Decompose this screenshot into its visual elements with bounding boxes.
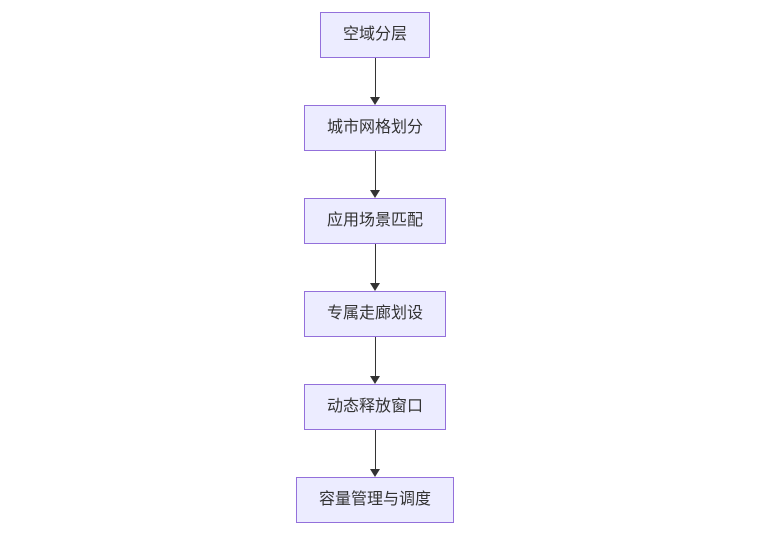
flow-arrow-5: [369, 430, 380, 477]
arrowhead-icon: [369, 190, 380, 198]
flow-node-dedicated-corridor-designation: 专属走廊划设: [303, 291, 447, 337]
arrow-line: [374, 337, 376, 376]
arrow-line: [374, 244, 376, 283]
arrowhead-icon: [369, 283, 380, 291]
arrow-line: [374, 430, 376, 469]
flow-arrow-3: [369, 244, 380, 291]
arrow-line: [374, 58, 376, 97]
flow-node-airspace-layering: 空域分层: [319, 12, 431, 58]
flow-node-city-grid-division: 城市网格划分: [303, 105, 447, 151]
flowchart: 空域分层 城市网格划分 应用场景匹配 专属走廊划设 动态释放窗口 容量管理与调度: [295, 12, 455, 523]
flow-node-dynamic-release-window: 动态释放窗口: [303, 384, 447, 430]
flow-node-capacity-management-scheduling: 容量管理与调度: [295, 477, 455, 523]
arrow-line: [374, 151, 376, 190]
arrowhead-icon: [369, 376, 380, 384]
flow-arrow-4: [369, 337, 380, 384]
flow-node-application-scenario-matching: 应用场景匹配: [303, 198, 447, 244]
flow-arrow-2: [369, 151, 380, 198]
arrowhead-icon: [369, 469, 380, 477]
flow-arrow-1: [369, 58, 380, 105]
arrowhead-icon: [369, 97, 380, 105]
